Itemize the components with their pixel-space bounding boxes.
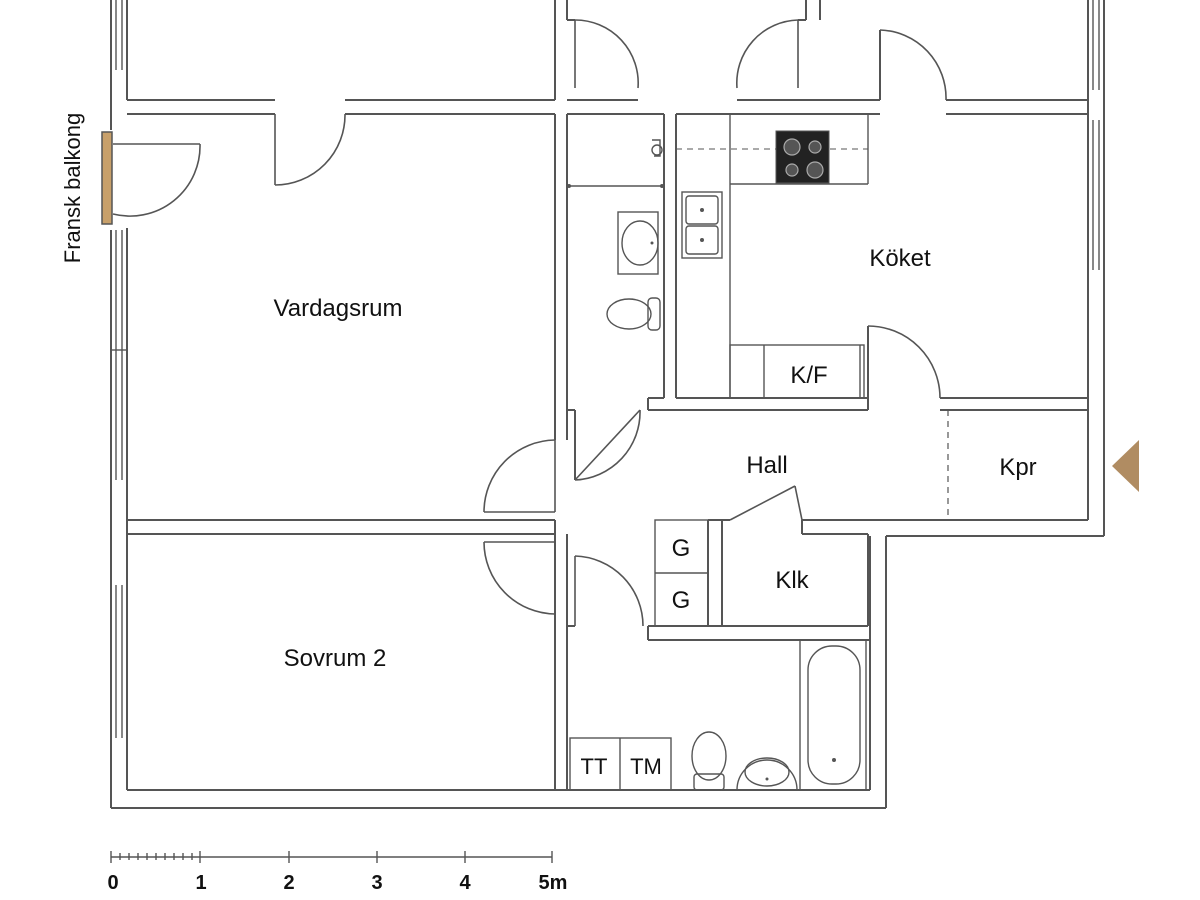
wc-walls [566,113,665,480]
appliance-label-tt: TT [581,754,608,779]
door-kitchen-top [879,29,947,101]
fridge-freezer [729,344,865,399]
balcony-label: Fransk balkong [60,113,85,263]
door-vardagsrum-top [274,113,346,186]
bathtub-icon [799,639,867,791]
door-upper-right [736,19,799,89]
upper-room-walls [127,0,1088,101]
door-sovrum [483,541,556,615]
window-left-bottom [115,585,123,738]
room-label-kpr: Kpr [999,454,1036,481]
scale-tick-2: 2 [283,872,294,894]
room-label-sovrum2: Sovrum 2 [284,645,387,672]
french-balcony [101,131,201,225]
window-right-top [1092,0,1100,90]
kitchen-counter [676,114,869,398]
door-wc [574,409,641,481]
door-upper-left [574,19,639,89]
door-kitchen [867,325,941,399]
window-left-top [115,0,123,70]
cabinet-label-g2: G [672,587,691,614]
stove-icon [775,130,830,184]
washbasin-icon [617,211,659,275]
window-left-mid [111,230,127,480]
room-label-vardagsrum: Vardagsrum [274,295,403,322]
tt-tm-units [569,737,672,791]
shower-rail [567,184,664,188]
room-label-kf: K/F [790,362,827,389]
hall-walls [554,410,568,790]
door-klk [729,485,803,521]
room-label-hall: Hall [746,452,787,479]
g-cabinets [654,519,730,627]
sink-icon [681,191,723,259]
door-bathroom [574,555,644,627]
shower-head-icon [651,139,663,157]
scale-tick-1: 1 [195,872,206,894]
bathroom-walls [567,625,870,641]
vardagsrum-walls [127,113,556,535]
toilet-bath-icon [691,731,727,791]
scale-tick-5m: 5m [539,872,568,894]
washbasin-bath-icon [736,757,798,791]
toilet-icon [606,297,661,331]
room-label-klk: Klk [775,567,809,594]
outer-walls [110,0,1105,809]
entrance-marker [1112,440,1139,492]
scale-tick-4: 4 [459,872,471,894]
cabinet-label-g1: G [672,535,691,562]
appliance-label-tm: TM [630,754,662,779]
scale-bar: 0 1 2 3 4 5m [107,851,567,894]
scale-tick-0: 0 [107,872,118,894]
door-vardagsrum-hall [483,439,556,513]
window-right-kitchen [1092,120,1100,270]
scale-tick-3: 3 [371,872,382,894]
room-label-koket: Köket [869,245,931,272]
